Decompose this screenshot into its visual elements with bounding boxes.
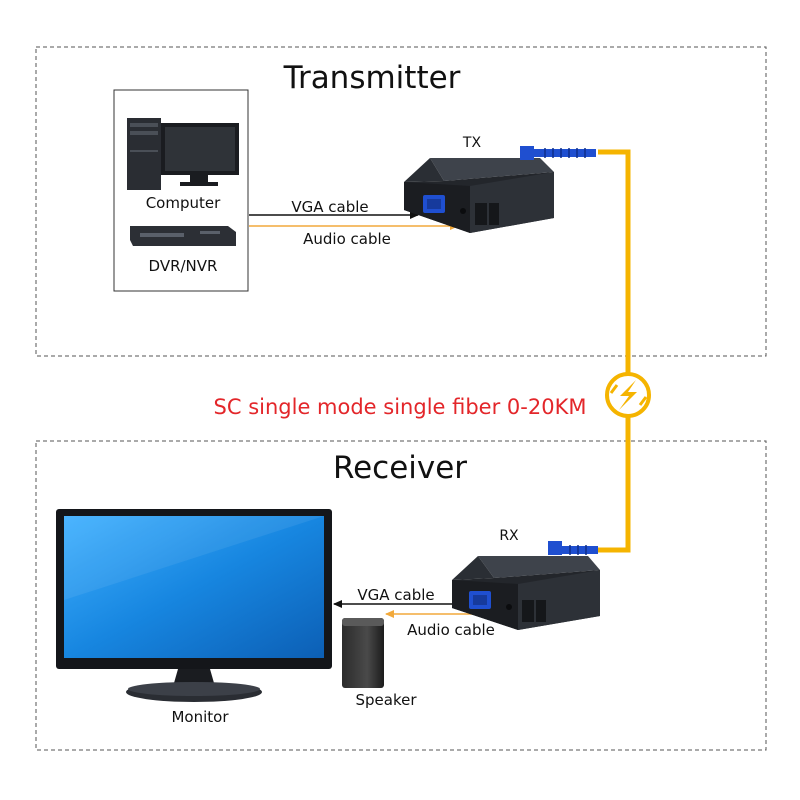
rx-audio-label: Audio cable	[407, 621, 495, 639]
tx-audio-label: Audio cable	[303, 230, 391, 248]
transmitter-section	[35, 46, 767, 357]
dvr-recorder-icon	[130, 226, 236, 246]
tx-label: TX	[462, 135, 482, 151]
tx-vga-label: VGA cable	[291, 198, 368, 216]
desktop-computer-icon	[127, 118, 239, 190]
transmitter-title: Transmitter	[283, 60, 461, 96]
rx-label: RX	[499, 528, 519, 544]
speaker-icon	[342, 618, 384, 688]
lightning-bolt-icon	[605, 372, 651, 418]
receiver-section	[35, 440, 767, 751]
monitor-label: Monitor	[171, 708, 229, 726]
receiver-title: Receiver	[333, 450, 467, 486]
fiber-cable	[595, 149, 631, 553]
computer-label: Computer	[146, 194, 221, 212]
fiber-converter-icon	[404, 146, 596, 233]
speaker-label: Speaker	[355, 691, 417, 709]
monitor-icon	[56, 509, 332, 702]
fiber-converter-icon	[452, 541, 600, 630]
fiber-label: SC single mode single fiber 0-20KM	[214, 395, 587, 419]
dvr-label: DVR/NVR	[149, 257, 218, 275]
rx-vga-label: VGA cable	[357, 586, 434, 604]
